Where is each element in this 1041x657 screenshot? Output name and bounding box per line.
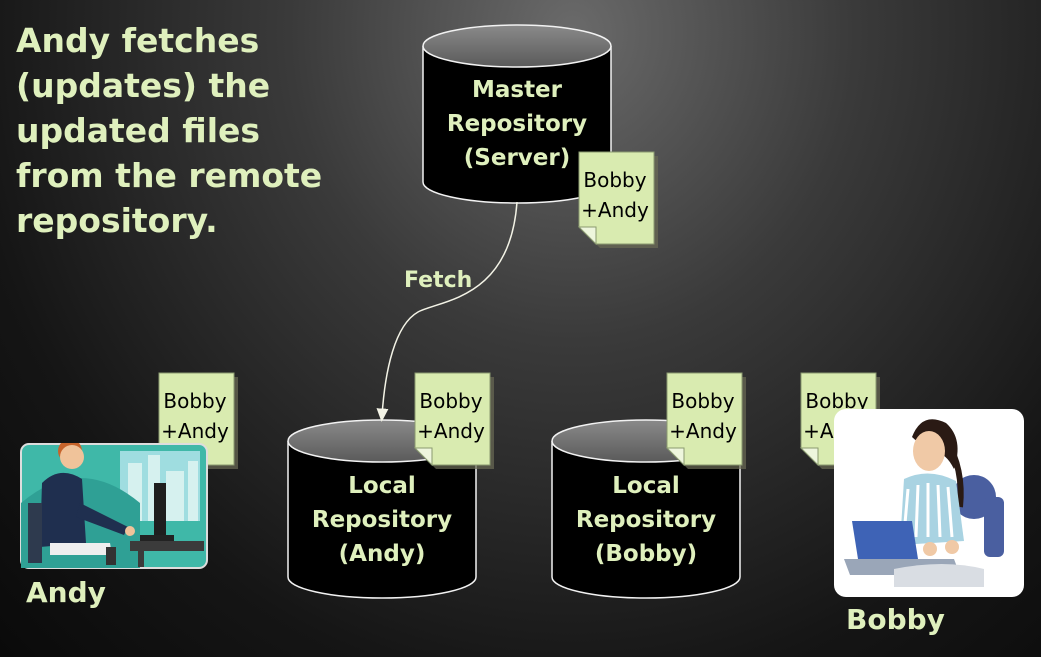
file-note-local-andy: Bobby +Andy bbox=[414, 372, 494, 470]
label-line: Repository bbox=[446, 111, 588, 137]
file-note-master: Bobby +Andy bbox=[578, 151, 658, 249]
file-note-icon bbox=[414, 372, 494, 469]
note-line: Bobby bbox=[419, 389, 483, 413]
file-note-local-bobby: Bobby +Andy bbox=[666, 372, 746, 470]
label-line: (Andy) bbox=[338, 541, 426, 567]
label-line: Master bbox=[471, 77, 563, 103]
file-note-text: Bobby +Andy bbox=[414, 386, 488, 446]
headline-line: updated files bbox=[16, 111, 261, 150]
fetch-label: Fetch bbox=[404, 268, 473, 293]
note-line: +Andy bbox=[669, 419, 737, 443]
label-line: (Server) bbox=[463, 145, 571, 171]
label-line: Local bbox=[612, 473, 680, 499]
headline: Andy fetches (updates) the updated files… bbox=[16, 18, 323, 243]
note-line: +Andy bbox=[417, 419, 485, 443]
andy-at-computer-illustration bbox=[20, 443, 208, 569]
note-line: Bobby bbox=[671, 389, 735, 413]
bobby-at-laptop-illustration bbox=[834, 409, 1024, 597]
file-note-andy-workstation: Bobby +Andy bbox=[158, 372, 238, 470]
note-line: +Andy bbox=[161, 419, 229, 443]
headline-line: (updates) the bbox=[16, 66, 271, 105]
file-note-icon bbox=[578, 151, 658, 248]
master-repository-label: Master Repository (Server) bbox=[423, 73, 611, 175]
headline-line: Andy fetches bbox=[16, 21, 260, 60]
local-repository-bobby-label: Local Repository (Bobby) bbox=[552, 469, 740, 571]
file-note-text: Bobby +Andy bbox=[666, 386, 740, 446]
label-line: Local bbox=[348, 473, 416, 499]
headline-line: from the remote bbox=[16, 156, 323, 195]
file-note-text: Bobby +Andy bbox=[578, 165, 652, 225]
file-note-text: Bobby +Andy bbox=[158, 386, 232, 446]
local-repository-andy-label: Local Repository (Andy) bbox=[288, 469, 476, 571]
note-line: Bobby bbox=[583, 168, 647, 192]
headline-line: repository. bbox=[16, 201, 218, 240]
label-line: (Bobby) bbox=[594, 541, 698, 567]
label-line: Repository bbox=[575, 507, 717, 533]
note-line: Bobby bbox=[163, 389, 227, 413]
andy-name-label: Andy bbox=[26, 576, 106, 609]
label-line: Repository bbox=[311, 507, 453, 533]
fetch-arrow bbox=[376, 201, 518, 422]
bobby-name-label: Bobby bbox=[846, 603, 945, 636]
file-note-icon bbox=[666, 372, 746, 469]
note-line: +Andy bbox=[581, 198, 649, 222]
